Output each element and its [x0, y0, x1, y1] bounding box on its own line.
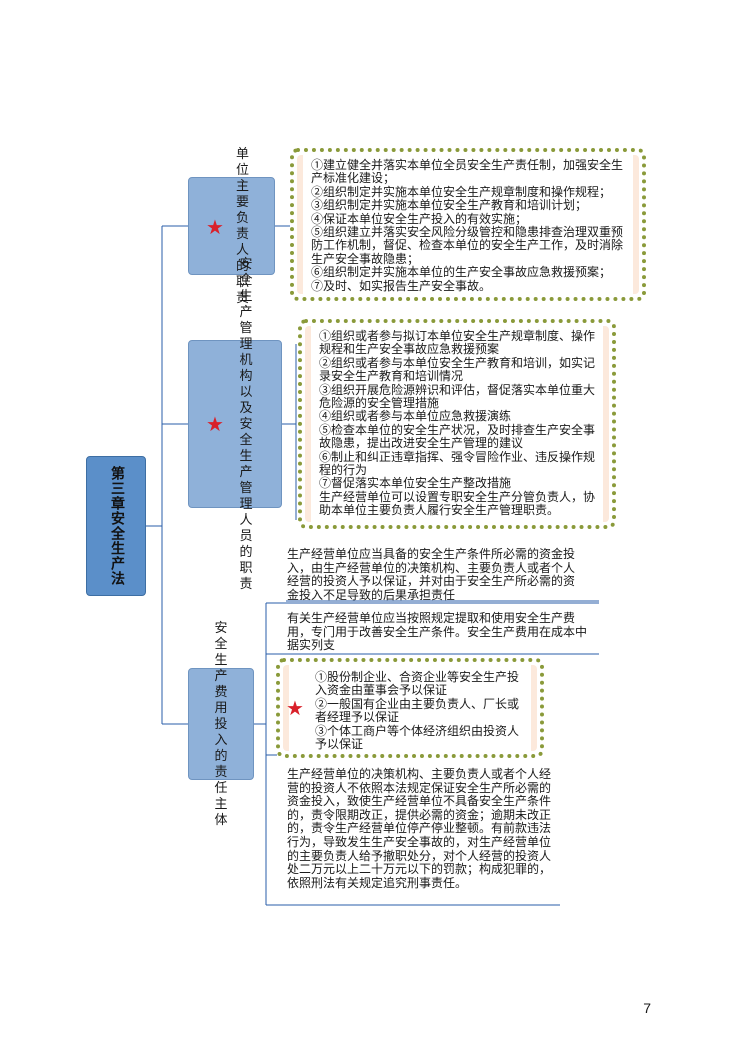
- branch3-connector: [254, 602, 599, 906]
- list-item: ③个体工商户等个体经济组织由投资人予以保证: [315, 723, 520, 752]
- list-item: ⑤检查本单位的安全生产状况，及时排查生产安全事故隐患，提出改进安全生产管理的建议: [319, 422, 596, 451]
- list-item: ③组织制定并实施本单位安全生产教育和培训计划；: [311, 198, 588, 213]
- star-icon: ★: [206, 215, 224, 239]
- funding-subject-box: ①股份制企业、合资企业等安全生产投入资金由董事会予以保证 ②一般国有企业由主要负…: [276, 658, 544, 758]
- branch-node-main-responsible: 单位主要负责人的职责: [188, 146, 275, 305]
- funding-note-3: 生产经营单位的决策机构、主要负责人或者个人经营的投资人不依照本法规定保证安全生产…: [287, 767, 552, 890]
- root-connector: [146, 225, 188, 725]
- list-item: 生产经营单位可以设置专职安全生产分管负责人，协助本单位主要负责人履行安全生产管理…: [319, 489, 596, 518]
- duty-box-safety-management: ①组织或者参与拟订本单位安全生产规章制度、操作规程和生产安全事故应急救援预案 ②…: [298, 319, 616, 529]
- list-item: ⑤组织建立并落实安全风险分级管控和隐患排查治理双重预防工作机制，督促、检查本单位…: [311, 225, 624, 266]
- list-item: ③组织开展危险源辨识和评估，督促落实本单位重大危险源的安全管理措施: [319, 382, 596, 411]
- page-number: 7: [643, 1000, 651, 1016]
- list-item: ②组织制定并实施本单位安全生产规章制度和操作规程；: [311, 184, 612, 199]
- root-node: 第三章安全生产法: [86, 456, 146, 596]
- list-item: ⑦督促落实本单位安全生产整改措施: [319, 476, 512, 491]
- list-item: ①建立健全并落实本单位全员安全生产责任制，加强安全生产标准化建设；: [311, 158, 624, 186]
- list-item: ④保证本单位安全生产投入的有效实施；: [311, 211, 528, 226]
- branch-node-safety-management: 安全生产管理机构以及安全生产管理人员的职责: [188, 256, 282, 591]
- duty-list: ①组织或者参与拟订本单位安全生产规章制度、操作规程和生产安全事故应急救援预案 ②…: [311, 326, 603, 522]
- list-item: ②一般国有企业由主要负责人、厂长或者经理予以保证: [315, 696, 520, 725]
- branch-label: 安全生产费用投入的责任主体: [214, 620, 228, 827]
- funding-note-2: 有关生产经营单位应当按照规定提取和使用安全生产费用，专门用于改善安全生产条件。安…: [287, 611, 588, 653]
- funding-subject-list: ①股份制企业、合资企业等安全生产投入资金由董事会予以保证 ②一般国有企业由主要负…: [289, 665, 531, 751]
- branch-label: 安全生产管理机构以及安全生产管理人员的职责: [239, 256, 253, 591]
- list-item: ⑥组织制定并实施本单位的生产安全事故应急救援预案；: [311, 265, 612, 280]
- funding-note-1: 生产经营单位应当具备的安全生产条件所必需的资金投入，由生产经营单位的决策机构、主…: [287, 547, 576, 602]
- list-item: ⑦及时、如实报告生产安全事故。: [311, 278, 492, 293]
- star-icon: ★: [206, 412, 224, 436]
- list-item: ①股份制企业、合资企业等安全生产投入资金由董事会予以保证: [315, 670, 520, 698]
- star-icon: ★: [286, 696, 304, 720]
- list-item: ②组织或者参与本单位安全生产教育和培训，如实记录安全生产教育和培训情况: [319, 355, 596, 384]
- branch-node-safety-funding: 安全生产费用投入的责任主体: [188, 620, 254, 827]
- list-item: ④组织或者参与本单位应急救援演练: [319, 409, 512, 424]
- branch-label: 单位主要负责人的职责: [235, 146, 249, 305]
- list-item: ⑥制止和纠正违章指挥、强令冒险作业、违反操作规程的行为: [319, 449, 596, 478]
- list-item: ①组织或者参与拟订本单位安全生产规章制度、操作规程和生产安全事故应急救援预案: [319, 329, 596, 357]
- duty-list: ①建立健全并落实本单位全员安全生产责任制，加强安全生产标准化建设； ②组织制定并…: [303, 155, 633, 294]
- duty-box-main-responsible: ①建立健全并落实本单位全员安全生产责任制，加强安全生产标准化建设； ②组织制定并…: [290, 148, 646, 301]
- branch2-connector: [282, 344, 297, 520]
